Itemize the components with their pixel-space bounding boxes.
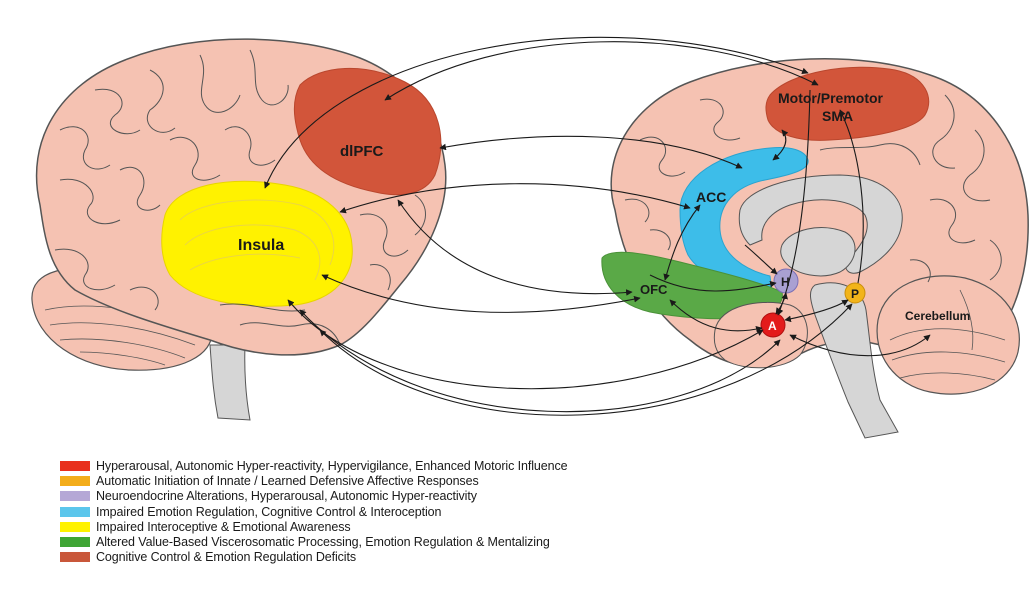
right-brain-medial [602, 59, 1028, 438]
legend-text: Impaired Interoceptive & Emotional Aware… [96, 520, 351, 534]
label-hypothalamus: H [781, 275, 790, 289]
legend-swatch [60, 491, 90, 501]
legend-swatch [60, 476, 90, 486]
legend-swatch [60, 522, 90, 532]
legend-text: Altered Value-Based Viscerosomatic Proce… [96, 535, 550, 549]
legend-swatch [60, 537, 90, 547]
label-insula: Insula [238, 237, 284, 254]
legend-item: Altered Value-Based Viscerosomatic Proce… [60, 534, 960, 549]
legend-item: Impaired Interoceptive & Emotional Aware… [60, 519, 960, 534]
legend-text: Cognitive Control & Emotion Regulation D… [96, 550, 356, 564]
label-sma: SMA [822, 108, 853, 124]
legend-swatch [60, 507, 90, 517]
legend-item: Hyperarousal, Autonomic Hyper-reactivity… [60, 458, 960, 473]
right-cerebellum [877, 276, 1019, 394]
label-motor-premotor: Motor/Premotor [778, 90, 884, 106]
legend: Hyperarousal, Autonomic Hyper-reactivity… [60, 458, 960, 565]
label-pag: P [851, 287, 859, 301]
legend-item: Cognitive Control & Emotion Regulation D… [60, 550, 960, 565]
legend-text: Automatic Initiation of Innate / Learned… [96, 474, 479, 488]
left-brain-lateral [32, 39, 446, 420]
legend-text: Neuroendocrine Alterations, Hyperarousal… [96, 489, 477, 503]
left-brainstem [210, 345, 250, 420]
legend-swatch [60, 552, 90, 562]
temporal-pole [714, 302, 807, 367]
label-acc: ACC [696, 189, 726, 205]
label-dlpfc: dlPFC [340, 143, 383, 160]
legend-text: Hyperarousal, Autonomic Hyper-reactivity… [96, 459, 567, 473]
label-amygdala: A [768, 319, 777, 333]
legend-text: Impaired Emotion Regulation, Cognitive C… [96, 505, 441, 519]
label-cerebellum: Cerebellum [905, 309, 970, 323]
legend-item: Impaired Emotion Regulation, Cognitive C… [60, 504, 960, 519]
legend-swatch [60, 461, 90, 471]
legend-item: Automatic Initiation of Innate / Learned… [60, 473, 960, 488]
legend-item: Neuroendocrine Alterations, Hyperarousal… [60, 489, 960, 504]
label-ofc: OFC [640, 282, 668, 297]
